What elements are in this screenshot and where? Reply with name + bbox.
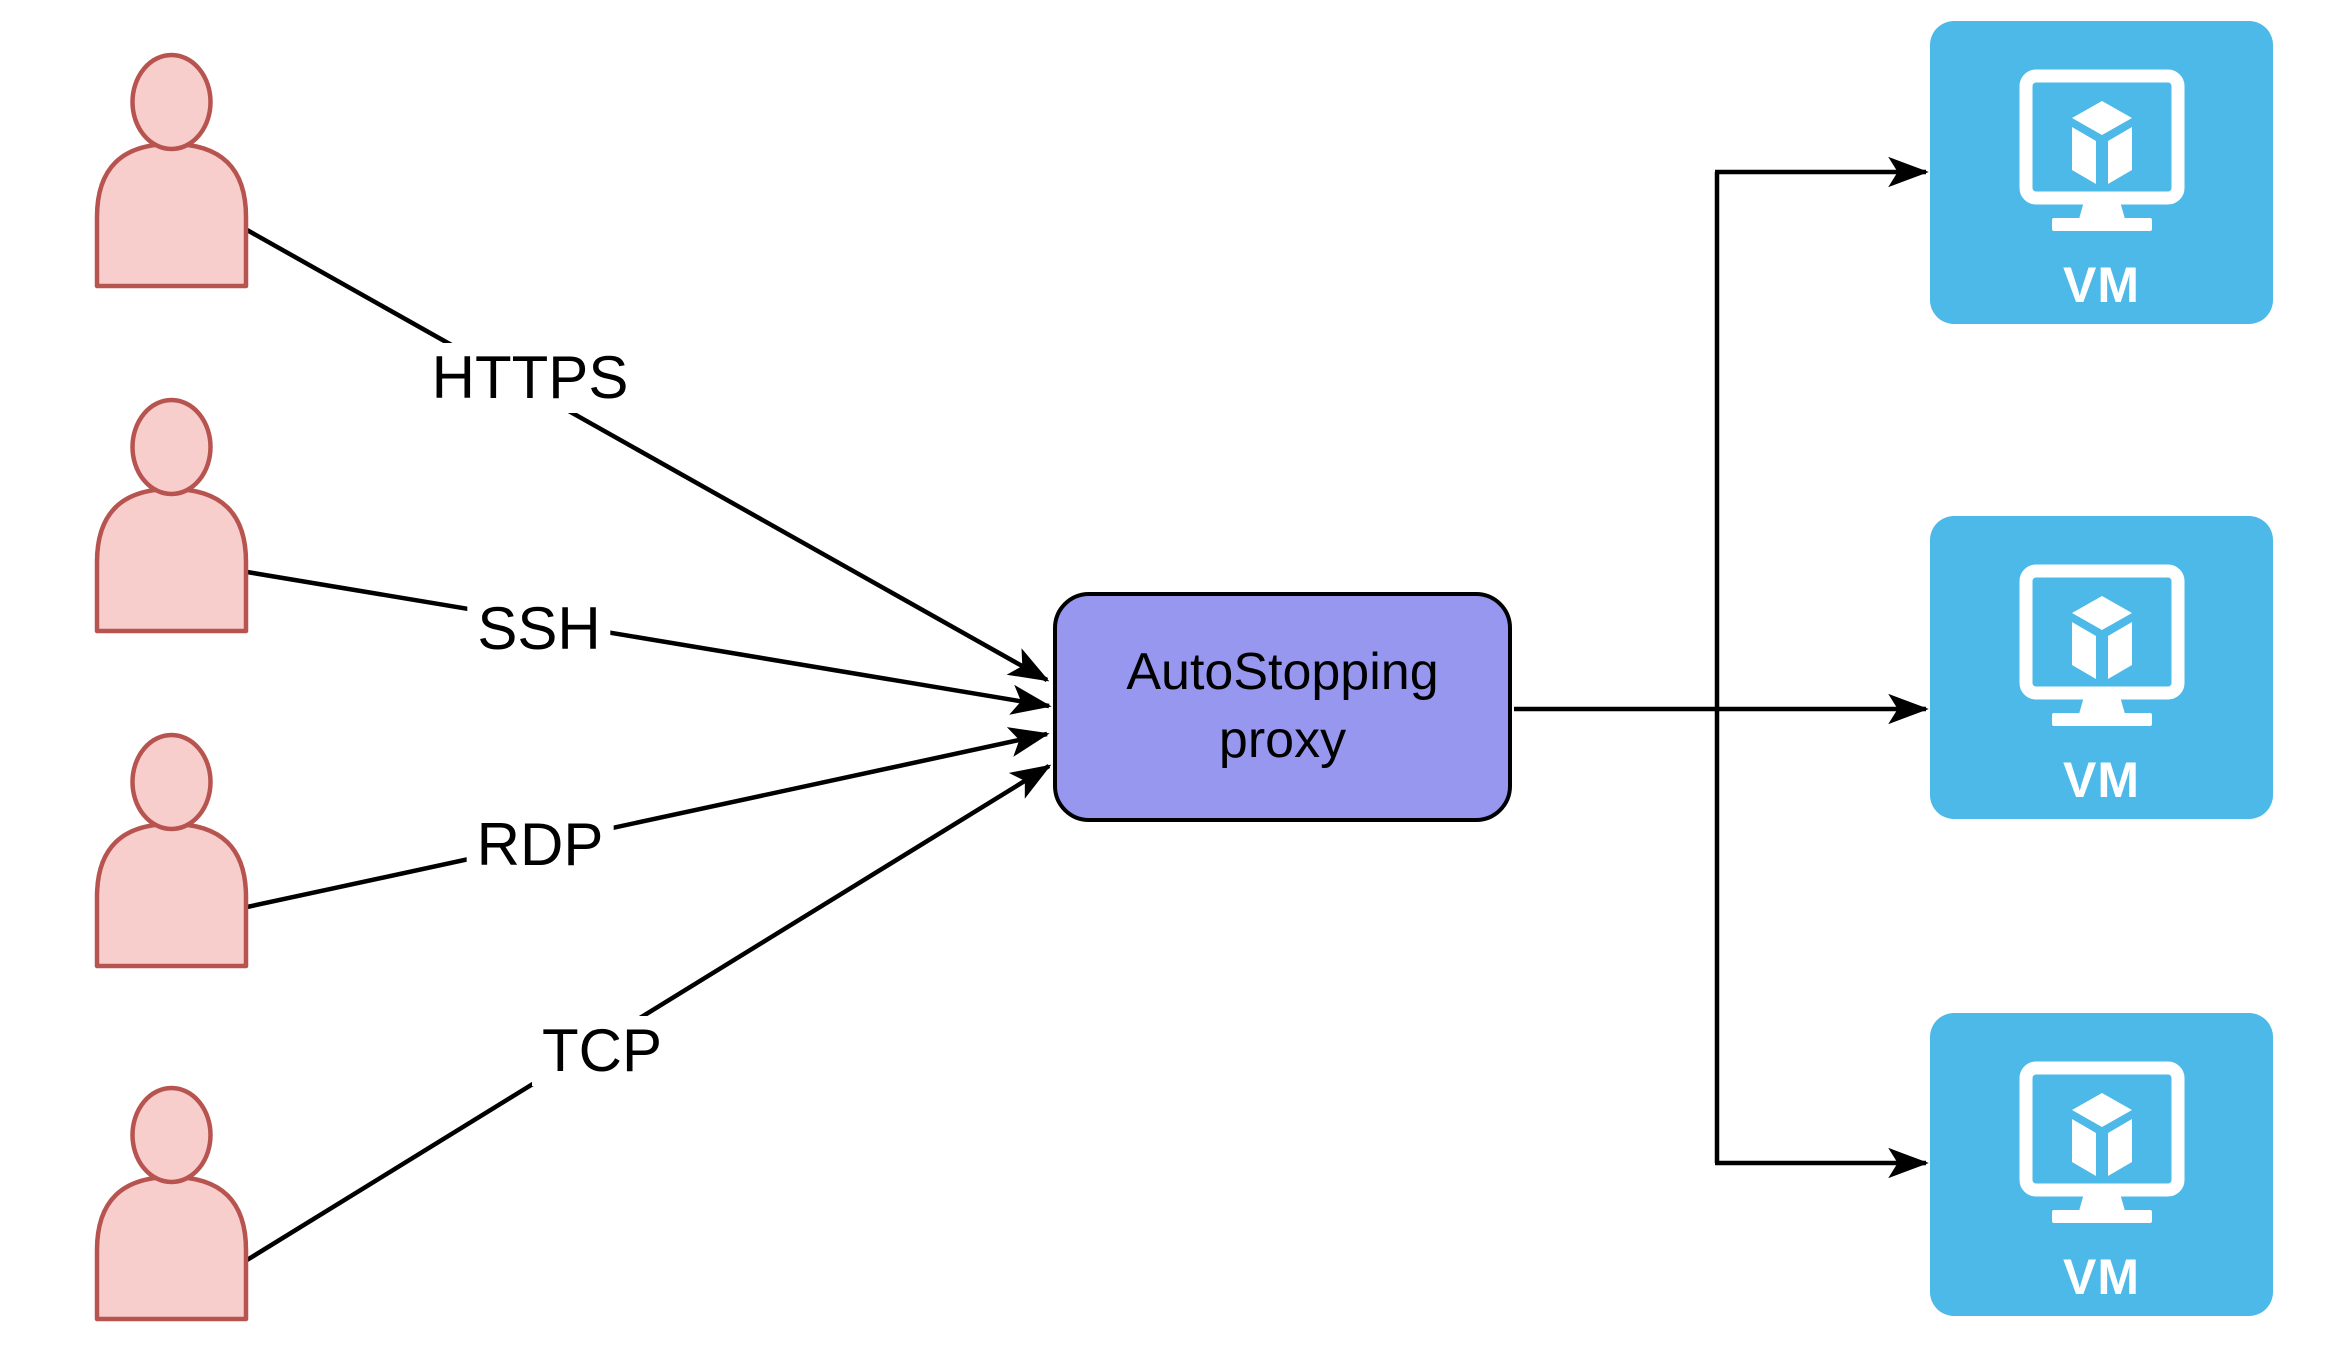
vm-monitor-icon xyxy=(2019,564,2185,726)
user-icon xyxy=(97,400,246,631)
edge-rdp xyxy=(246,727,1050,910)
edge-label-https: HTTPS xyxy=(421,343,639,413)
user-icon xyxy=(97,55,246,286)
vm-node-3: VM xyxy=(1930,1013,2273,1316)
edge-label-tcp: TCP xyxy=(532,1016,672,1086)
edge-label-ssh: SSH xyxy=(467,594,611,664)
edge-https xyxy=(245,228,1050,682)
edge-label-rdp: RDP xyxy=(466,810,614,880)
vm-monitor-icon xyxy=(2019,69,2185,231)
proxy-label-line1: AutoStopping xyxy=(1126,643,1439,702)
vm-node-1: VM xyxy=(1930,21,2273,324)
user-icon xyxy=(97,1088,246,1319)
proxy-label-line2: proxy xyxy=(1218,711,1347,769)
vm-label: VM xyxy=(2063,1249,2140,1305)
vm-label: VM xyxy=(2063,257,2140,313)
edge-ssh xyxy=(246,569,1052,715)
vm-node-2: VM xyxy=(1930,516,2273,819)
vm-monitor-icon xyxy=(2019,1061,2185,1223)
user-icon xyxy=(97,735,246,966)
autostopping-proxy-node: AutoStopping proxy xyxy=(1053,592,1512,822)
vm-label: VM xyxy=(2063,752,2140,808)
edge-tcp xyxy=(245,764,1052,1262)
